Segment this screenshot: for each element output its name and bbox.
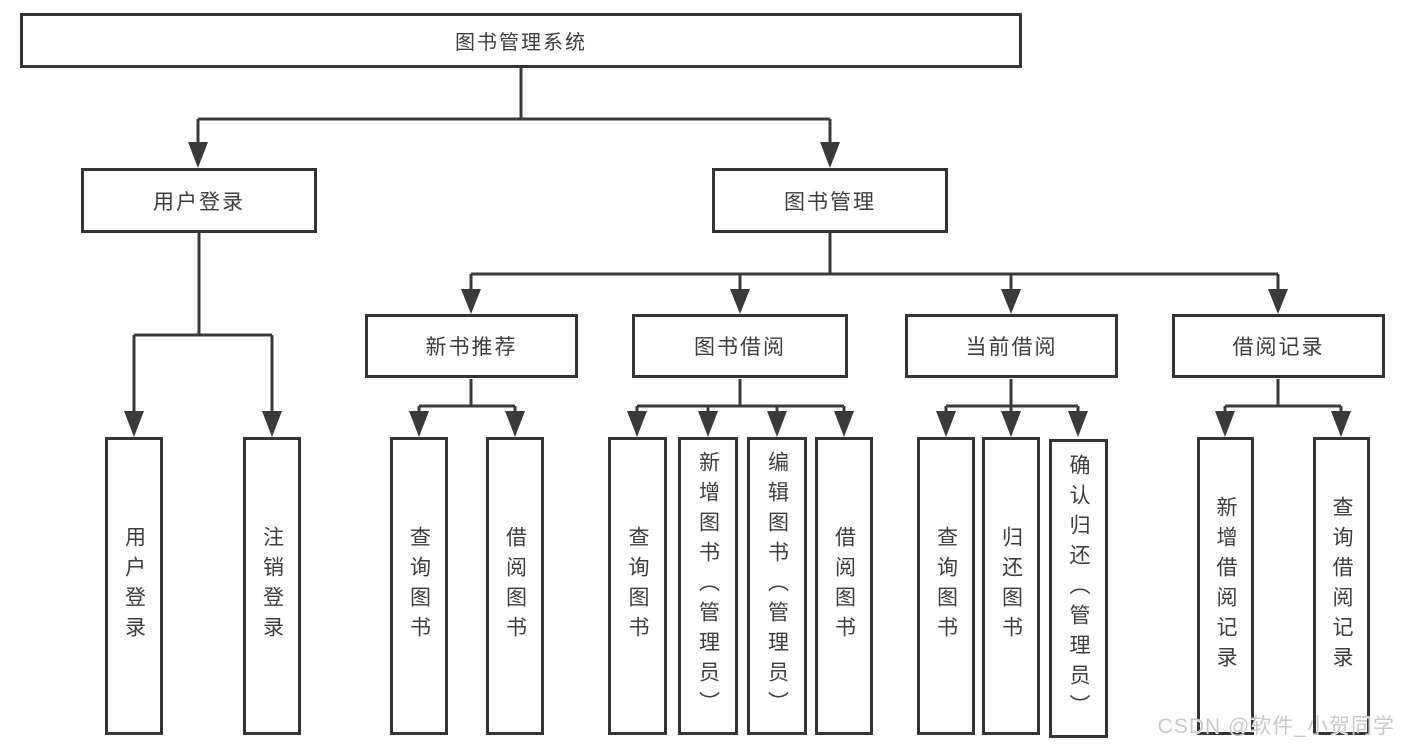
leaf-borrowing-add-books: 新增图书（管理员） [678,437,738,735]
csdn-watermark: CSDN @软件_小贺同学 [1157,715,1395,738]
node-label: 借阅记录 [1232,336,1325,359]
node-label: 新增图书（管理员） [696,451,720,721]
leaf-borrowing-edit-books: 编辑图书（管理员） [747,437,807,735]
arrowhead [767,411,787,437]
leaf-current-return-books: 归还图书 [982,437,1040,735]
arrowhead [834,411,854,437]
connector-borrow-records-to-leaves [1223,379,1343,413]
arrowhead [698,411,718,437]
arrowhead [1268,289,1288,314]
leaf-user-login: 用户登录 [105,437,163,735]
node-new-book-recommend: 新书推荐 [365,314,578,378]
node-label: 用户登录 [122,526,146,646]
node-label: 图书借阅 [694,336,786,359]
node-current-borrowing: 当前借阅 [905,314,1118,378]
node-user-login: 用户登录 [81,168,317,233]
leaf-borrowing-borrow-books: 借阅图书 [815,437,873,735]
node-label: 用户登录 [153,190,245,214]
arrowhead [461,289,481,314]
leaf-borrowing-query-books: 查询图书 [608,437,667,735]
node-label: 图书管理 [784,190,876,214]
arrowhead [409,411,429,437]
arrowhead [124,411,144,437]
node-book-management: 图书管理 [712,168,948,233]
node-label: 当前借阅 [965,336,1058,359]
arrowhead [820,142,840,168]
leaf-records-add-record: 新增借阅记录 [1197,437,1254,735]
node-label: 注销登录 [260,526,284,646]
leaf-records-query-record: 查询借阅记录 [1313,437,1370,735]
arrowhead [1215,411,1235,437]
node-label: 编辑图书（管理员） [765,451,789,721]
arrowhead [505,411,525,437]
leaf-current-confirm-return: 确认归还（管理员） [1049,439,1108,738]
leaf-recommend-query-books: 查询图书 [390,437,448,735]
node-label: 借阅图书 [832,526,856,646]
node-label: 归还图书 [999,526,1023,646]
arrowhead [1331,411,1351,437]
arrowhead [1068,411,1088,437]
node-root: 图书管理系统 [20,13,1022,68]
arrowhead [262,411,282,437]
arrowhead [1001,411,1021,437]
arrowhead [188,142,208,168]
connector-book-mgmt-to-level3 [469,233,1280,291]
node-label: 查询图书 [934,526,958,646]
leaf-current-query-books: 查询图书 [917,437,975,735]
node-book-borrowing: 图书借阅 [632,314,848,378]
arrowhead [936,411,956,437]
node-label: 图书管理系统 [455,32,587,54]
node-label: 新增借阅记录 [1214,496,1237,676]
connector-new-book-rec-to-leaves [417,379,517,413]
node-label: 查询图书 [407,526,431,646]
node-label: 确认归还（管理员） [1067,453,1090,724]
connector-book-borrow-to-leaves [635,379,846,413]
leaf-logout: 注销登录 [243,437,301,735]
arrowhead [1001,289,1021,314]
connector-user-login-to-leaves [132,233,274,413]
leaf-recommend-borrow-books: 借阅图书 [486,437,544,735]
node-borrowing-records: 借阅记录 [1172,314,1385,378]
arrowhead [627,411,647,437]
node-label: 查询图书 [626,526,649,646]
node-label: 查询借阅记录 [1330,496,1353,676]
node-label: 借阅图书 [503,526,527,646]
connector-root-to-level2 [196,68,832,144]
connector-current-borrow-to-leaves [944,379,1080,413]
node-label: 新书推荐 [425,336,518,359]
arrowhead [730,289,750,314]
